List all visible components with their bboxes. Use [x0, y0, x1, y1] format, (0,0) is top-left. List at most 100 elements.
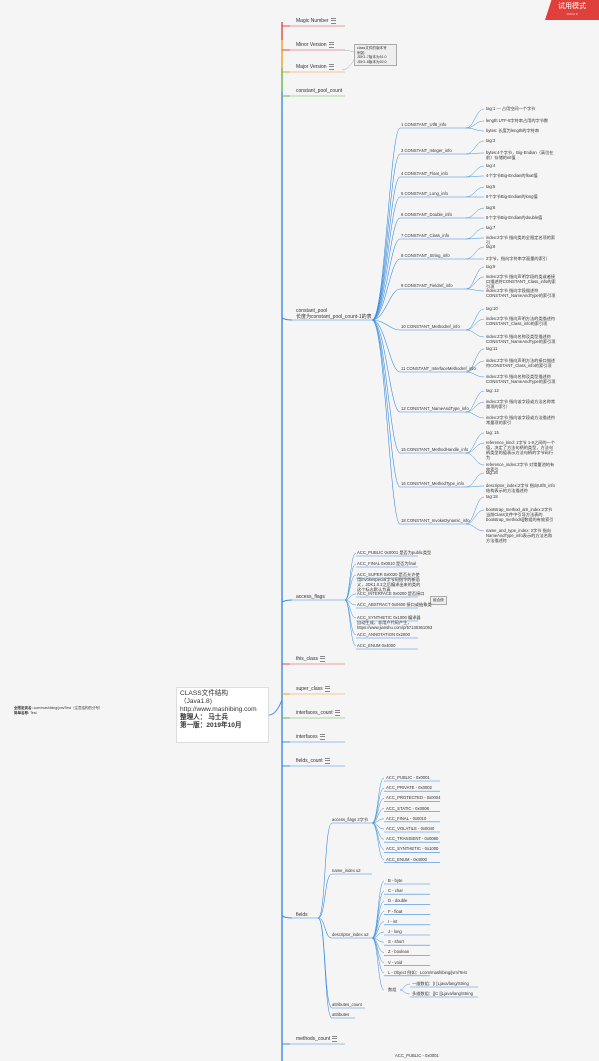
- constant-pool-count[interactable]: constant_pool_count: [296, 88, 342, 94]
- access-flag-item[interactable]: ACC_FINAL 0x0010 是否为final: [357, 561, 416, 566]
- pool-entry-detail[interactable]: tag: 12: [486, 388, 499, 393]
- fields[interactable]: fields: [296, 912, 308, 918]
- access-flag-item[interactable]: ACC_ANNOTATION 0x2000: [357, 632, 410, 637]
- pool-entry-detail[interactable]: tag:7: [486, 225, 495, 230]
- pool-entry-detail[interactable]: reference_kind: 1字节 1-9之间的一个值，决定了方法句柄的类型…: [486, 440, 556, 460]
- field-access-item[interactable]: ACC_FINAL - 0x0010: [386, 816, 426, 821]
- pool-entry[interactable]: 7 CONSTANT_Class_info: [401, 233, 449, 238]
- field-descriptor-item[interactable]: J - long: [388, 929, 402, 934]
- field-descriptor-item[interactable]: Z - boolean: [388, 949, 409, 954]
- pool-entry[interactable]: 11 CONSTANT_InterfaceMethodref_info: [401, 366, 476, 371]
- pool-entry[interactable]: 16 CONSTANT_MethodType_info: [401, 481, 464, 486]
- pool-entry-detail[interactable]: tag:6: [486, 205, 495, 210]
- access-flag-item[interactable]: ACC_ENUM 0x4000: [357, 643, 395, 648]
- pool-entry[interactable]: 12 CONSTANT_NameAndType_info: [401, 406, 469, 411]
- pool-entry-detail[interactable]: 2字节，指向字符串字面量的索引: [486, 256, 547, 261]
- minor-version[interactable]: Minor Version: [296, 42, 334, 48]
- field-descriptor-item[interactable]: D - double: [388, 898, 407, 903]
- pool-entry-detail[interactable]: index:2字节 指向该字段或方法描述符常量项的索引: [486, 415, 556, 425]
- field-access-item[interactable]: ACC_PUBLIC - 0x0001: [386, 775, 430, 780]
- access-flag-item[interactable]: ACC_ABSTRACT 0x0400 接口或抽象类: [357, 602, 432, 607]
- pool-entry-detail[interactable]: bytes: 长度为length的字符串: [486, 128, 539, 133]
- access-flags[interactable]: access_flags: [296, 594, 325, 600]
- pool-entry[interactable]: 9 CONSTANT_Fieldref_info: [401, 283, 453, 288]
- field-descriptor-item[interactable]: L - Object 例如：Lcom/mashibing/jvm/Test: [388, 970, 467, 975]
- field-attributes-count[interactable]: attributes_count: [332, 1002, 362, 1007]
- pool-entry-detail[interactable]: index:2字节 指向名称及类型描述符CONSTANT_NameAndType…: [486, 334, 556, 344]
- pool-entry-detail[interactable]: length:UTF-8字符串占用的字节数: [486, 118, 556, 123]
- field-array-item[interactable]: 一维数组：[I [Ljava/lang/String: [412, 981, 469, 986]
- this-class[interactable]: this_class: [296, 656, 325, 662]
- pool-entry-detail[interactable]: 4个字节Big-Endian的float值: [486, 173, 556, 178]
- field-access-item[interactable]: ACC_STATIC - 0x0008: [386, 806, 429, 811]
- magic-number[interactable]: Magic Number: [296, 18, 336, 24]
- pool-entry-detail[interactable]: tag:16: [486, 470, 498, 475]
- access-flags-combine-callout[interactable]: 组合使: [430, 596, 447, 605]
- pool-entry-detail[interactable]: 8个字节Big-Endian的double值: [486, 215, 556, 220]
- pool-entry-detail[interactable]: index:2字节 指向该字段或方法名称常量项的索引: [486, 399, 556, 409]
- pool-entry-detail[interactable]: descriptor_index:2字节 指向Utf8_info结构表示的方法描…: [486, 483, 556, 493]
- field-access-item[interactable]: ACC_VOLATILE - 0x0040: [386, 826, 434, 831]
- super-class[interactable]: super_class: [296, 686, 330, 692]
- pool-entry-detail[interactable]: index:2字节 指向名称及类型描述符CONSTANT_NameAndType…: [486, 374, 556, 384]
- methods-access-flag-partial[interactable]: ACC_PUBLIC - 0x0001: [395, 1053, 439, 1058]
- pool-entry-detail[interactable]: bytes:4个字节，Big-Endian（高位在前）存储的int值: [486, 150, 556, 160]
- field-name-index[interactable]: name_index u2: [332, 868, 361, 873]
- access-flag-item[interactable]: ACC_INTERFACE 0x0200 是否接口: [357, 591, 425, 596]
- pool-entry[interactable]: 8 CONSTANT_String_info: [401, 253, 450, 258]
- interfaces-count[interactable]: interfaces_count: [296, 710, 340, 716]
- access-flag-item[interactable]: ACC_PUBLIC 0x0001 是否为public类型: [357, 550, 431, 555]
- pool-entry[interactable]: 10 CONSTANT_Methodref_info: [401, 324, 460, 329]
- field-descriptor-item[interactable]: S - short: [388, 939, 404, 944]
- field-access-item[interactable]: ACC_PRIVATE - 0x0002: [386, 785, 432, 790]
- pool-entry-detail[interactable]: index:2字节 指向字段描述符CONSTANT_NameAndType的索引…: [486, 288, 556, 298]
- field-access-item[interactable]: ACC_PROTECTED - 0x0004: [386, 795, 440, 800]
- field-access-item[interactable]: ACC_SYNTHETIC - 0x1000: [386, 846, 438, 851]
- access-flag-item[interactable]: ACC_SUPER 0x0020 是否允许使用invokespecial字节码指…: [357, 572, 423, 592]
- version-callout[interactable]: class文件的版本号 例如： JDK1.7版本为51.0 JDK1.8版本为5…: [354, 44, 397, 67]
- field-descriptor-item[interactable]: F - float: [388, 909, 402, 914]
- central-topic[interactable]: CLASS文件结构 （Java1.8) http://www.mashibing…: [176, 687, 269, 743]
- trial-mode-badge[interactable]: 试用模式 XMind 8: [545, 0, 599, 20]
- field-descriptor-item[interactable]: I - int: [388, 919, 397, 924]
- pool-entry[interactable]: 6 CONSTANT_Double_info: [401, 212, 452, 217]
- author-note[interactable]: 全限定类名: com/mashibing/jvm/Test（注意结构的分号） 简…: [14, 706, 103, 716]
- pool-entry-detail[interactable]: name_and_type_index: 2字节 指向NameAndType_i…: [486, 528, 556, 543]
- pool-entry-detail[interactable]: tag: 15: [486, 430, 499, 435]
- pool-entry-detail[interactable]: tag:4: [486, 163, 495, 168]
- pool-entry-detail[interactable]: tag:18: [486, 494, 498, 499]
- pool-entry[interactable]: 3 CONSTANT_Integer_info: [401, 148, 452, 153]
- constant-pool[interactable]: constant_pool: [296, 308, 327, 314]
- pool-entry-detail[interactable]: tag:5: [486, 184, 495, 189]
- pool-entry-detail[interactable]: index:2字节 指向声明方法的接口描述符CONSTANT_Class_inf…: [486, 358, 556, 368]
- field-descriptor-item[interactable]: V - void: [388, 960, 402, 965]
- pool-entry-detail[interactable]: tag:3: [486, 138, 495, 143]
- field-array-item[interactable]: 多维数组：[[C [[Ljava/lang/String: [412, 991, 473, 996]
- pool-entry-detail[interactable]: tag:10: [486, 306, 498, 311]
- pool-entry-detail[interactable]: tag:11: [486, 346, 497, 351]
- pool-entry-detail[interactable]: index:2字节 指向声明字段的类或者接口描述符CONSTANT_Class_…: [486, 274, 556, 289]
- field-access-item[interactable]: ACC_TRANSIENT - 0x0080: [386, 836, 438, 841]
- pool-entry[interactable]: 5 CONSTANT_Long_info: [401, 191, 448, 196]
- pool-entry-detail[interactable]: bootstrap_method_attr_index:2字节 当前Class文…: [486, 507, 556, 522]
- pool-entry-detail[interactable]: reference_index:2字节 对常量池的有效索引: [486, 462, 556, 472]
- pool-entry[interactable]: 4 CONSTANT_Float_info: [401, 171, 448, 176]
- pool-entry-detail[interactable]: index:2字节 指向类的全限定名项的索引: [486, 235, 556, 245]
- field-attributes[interactable]: attributes: [332, 1012, 349, 1017]
- fields-count[interactable]: fields_count: [296, 758, 330, 764]
- interfaces[interactable]: interfaces: [296, 734, 325, 740]
- field-access-flags[interactable]: access_flags 2字节: [332, 817, 368, 822]
- pool-entry-detail[interactable]: index:2字节 指向声明方法的类描述符CONSTANT_Class_info…: [486, 316, 556, 326]
- field-array-type[interactable]: 数组: [388, 987, 396, 992]
- field-access-item[interactable]: ACC_ENUM - 0x4000: [386, 857, 427, 862]
- methods-count[interactable]: methods_count: [296, 1036, 338, 1042]
- pool-entry[interactable]: 18 CONSTANT_InvokeDynamic_info: [401, 518, 470, 523]
- pool-entry[interactable]: 1 CONSTANT_Utf8_info: [401, 122, 446, 127]
- pool-entry[interactable]: 15 CONSTANT_MethodHandle_info: [401, 447, 468, 452]
- pool-entry-detail[interactable]: tag:1 --- 占用空间一个字节: [486, 106, 535, 111]
- pool-entry-detail[interactable]: tag:9: [486, 264, 495, 269]
- field-descriptor-item[interactable]: B - byte: [388, 878, 402, 883]
- major-version[interactable]: Major Version: [296, 64, 334, 70]
- field-descriptor-index[interactable]: descriptor_index u2: [332, 932, 369, 937]
- field-descriptor-item[interactable]: C - char: [388, 888, 403, 893]
